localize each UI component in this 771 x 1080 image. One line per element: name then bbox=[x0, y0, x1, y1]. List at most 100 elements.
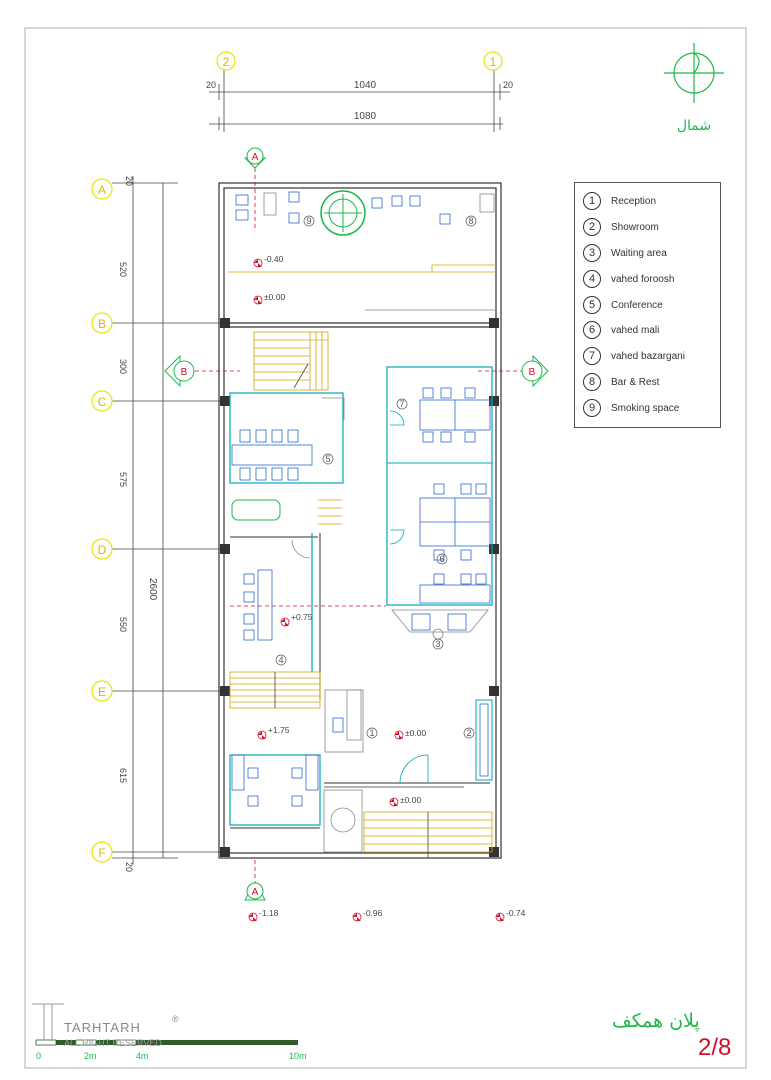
axis-label-f: F bbox=[98, 846, 105, 860]
level-4: +1.75 bbox=[268, 725, 290, 735]
section-marker-a-bottom: A bbox=[244, 860, 266, 901]
level-marker-icon bbox=[257, 730, 267, 740]
room-tag-6: 6 bbox=[439, 554, 444, 564]
legend-number: 2 bbox=[583, 218, 601, 236]
plan-title: پلان همکف bbox=[612, 1010, 700, 1032]
legend-item: 9 Smoking space bbox=[583, 397, 679, 419]
brand-logo-icon bbox=[32, 1003, 64, 1040]
top-dimensions bbox=[209, 70, 510, 132]
legend-number: 1 bbox=[583, 192, 601, 210]
room-tag-4: 4 bbox=[278, 655, 283, 665]
dim-top-span: 1040 bbox=[354, 80, 377, 91]
axis-label-b: B bbox=[98, 317, 106, 331]
axis-bubble-e bbox=[91, 680, 113, 702]
level-marker-icon bbox=[495, 912, 505, 922]
legend-label: Waiting area bbox=[611, 247, 667, 259]
dim-top-left: 20 bbox=[206, 80, 216, 90]
legend-label: Conference bbox=[611, 299, 663, 311]
axis-label-e: E bbox=[98, 685, 106, 699]
legend-label: Bar & Rest bbox=[611, 376, 660, 388]
level-markers: -0.40 ±0.00 +0.75 +1.75 ±0.00 ±0.00 -1.1… bbox=[248, 254, 526, 922]
legend-number: 8 bbox=[583, 373, 601, 391]
legend-item: 1 Reception bbox=[583, 190, 656, 212]
north-label: شمال bbox=[677, 118, 711, 134]
conference-room bbox=[229, 392, 345, 538]
room-tag-7: 7 bbox=[399, 399, 404, 409]
scale-tick-3: 10m bbox=[289, 1051, 307, 1061]
axis-bubble-c bbox=[91, 390, 113, 412]
section-marker-a-top: A bbox=[243, 147, 267, 230]
legend-item: 7 vahed bazargani bbox=[583, 345, 685, 367]
axis-bubble-a bbox=[91, 178, 113, 200]
level-1: -0.40 bbox=[264, 254, 284, 264]
room-tag-5: 5 bbox=[325, 454, 330, 464]
level-3: +0.75 bbox=[291, 612, 313, 622]
rights-note: ALL RIGHT RESERVED bbox=[64, 1038, 162, 1048]
scale-tick-0: 0 bbox=[36, 1051, 41, 1061]
legend-number: 4 bbox=[583, 270, 601, 288]
legend-label: Showroom bbox=[611, 221, 659, 233]
legend-number: 6 bbox=[583, 321, 601, 339]
section-a-top-label: A bbox=[252, 152, 259, 163]
dim-left-6: 20 bbox=[124, 862, 134, 872]
legend-item: 2 Showroom bbox=[583, 216, 659, 238]
legend-number: 7 bbox=[583, 347, 601, 365]
axis-bubble-f bbox=[91, 841, 113, 863]
dim-left-5: 615 bbox=[118, 768, 128, 783]
room-legend: 1 Reception 2 Showroom 3 Waiting area 4 … bbox=[574, 182, 721, 428]
room-tag-3: 3 bbox=[435, 639, 440, 649]
room-tag-2: 2 bbox=[466, 728, 471, 738]
section-b-right-label: B bbox=[529, 367, 536, 378]
section-marker-b-left: B bbox=[164, 354, 240, 388]
level-marker-icon bbox=[248, 912, 258, 922]
dim-left-4: 550 bbox=[118, 617, 128, 632]
room-tag-1: 1 bbox=[369, 728, 374, 738]
scale-bar: 0 2m 4m 10m bbox=[35, 1039, 307, 1061]
section-a-bottom-label: A bbox=[252, 887, 259, 898]
legend-number: 5 bbox=[583, 296, 601, 314]
axis-bubble-2 bbox=[216, 51, 236, 71]
axis-label-d: D bbox=[98, 543, 107, 557]
axis-label-1: 1 bbox=[490, 55, 497, 69]
level-9: -0.74 bbox=[506, 908, 526, 918]
level-8: -0.96 bbox=[363, 908, 383, 918]
legend-label: vahed mali bbox=[611, 324, 660, 336]
legend-item: 6 vahed mali bbox=[583, 319, 659, 341]
dim-total-height: 2600 bbox=[147, 578, 158, 601]
legend-label: Reception bbox=[611, 195, 657, 207]
registered-mark: ® bbox=[172, 1014, 179, 1024]
axis-bubble-1 bbox=[483, 51, 503, 71]
office-block-right bbox=[386, 366, 493, 606]
room-tag-9: 9 bbox=[306, 216, 311, 226]
room-tag-8: 8 bbox=[468, 216, 473, 226]
legend-label: vahed foroosh bbox=[611, 273, 675, 285]
axis-label-2: 2 bbox=[223, 55, 230, 69]
waiting-area bbox=[391, 609, 489, 640]
legend-item: 8 Bar & Rest bbox=[583, 371, 659, 393]
legend-item: 3 Waiting area bbox=[583, 242, 667, 264]
stair-main bbox=[253, 331, 329, 391]
section-b-left-label: B bbox=[181, 367, 188, 378]
axis-label-a: A bbox=[98, 183, 106, 197]
dim-left-0: 20 bbox=[124, 176, 134, 186]
room-tags: 1 2 3 4 5 6 7 8 9 bbox=[275, 215, 477, 739]
axis-label-c: C bbox=[98, 395, 107, 409]
structural-columns bbox=[220, 318, 499, 857]
building-walls bbox=[218, 182, 502, 859]
legend-number: 3 bbox=[583, 244, 601, 262]
dim-top-right: 20 bbox=[503, 80, 513, 90]
legend-label: Smoking space bbox=[611, 402, 680, 414]
legend-label: vahed bazargani bbox=[611, 350, 685, 362]
dim-left-2: 300 bbox=[118, 359, 128, 374]
dim-left-1: 520 bbox=[118, 262, 128, 277]
left-dimension-labels: 20 520 300 575 550 615 20 2600 bbox=[118, 176, 158, 872]
yard-area bbox=[228, 190, 496, 311]
level-marker-icon bbox=[253, 295, 263, 305]
section-marker-b-right: B bbox=[478, 354, 549, 388]
sheet-border bbox=[24, 27, 747, 1069]
reception-area bbox=[323, 689, 493, 853]
dim-top-total: 1080 bbox=[354, 111, 377, 122]
axis-bubbles-left: A B C D E F bbox=[91, 178, 113, 863]
lower-offices bbox=[229, 754, 321, 829]
